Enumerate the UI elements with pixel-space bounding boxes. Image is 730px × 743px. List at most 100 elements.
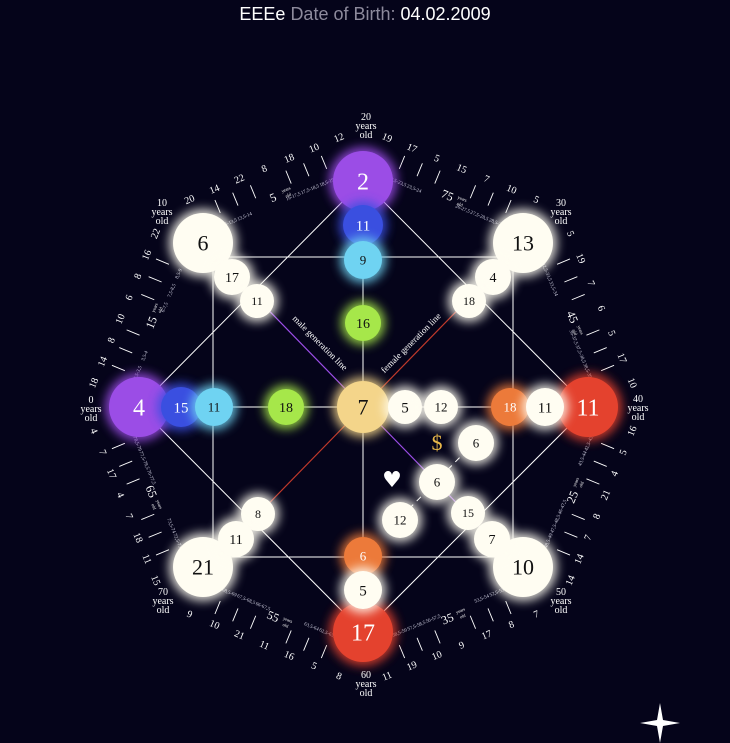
node-value: 11 xyxy=(576,395,599,421)
age-range-label: 56-57,5 xyxy=(425,614,442,625)
heart-node-lower-node: 12 xyxy=(378,498,422,542)
age-tick xyxy=(148,531,162,538)
age-label-line: years xyxy=(355,121,376,132)
node-circle xyxy=(558,377,618,437)
age-ring-number: 5 xyxy=(605,329,617,338)
age-label-line: old xyxy=(360,688,373,699)
node-value: 2 xyxy=(357,169,369,195)
age-label-line: 40 xyxy=(633,394,643,405)
age-range-label: 53,5-54 xyxy=(474,594,491,605)
age-ring-number: 10 xyxy=(430,649,443,663)
right-main-node: 11 xyxy=(554,373,622,441)
age-range-label: 66-67,5 xyxy=(254,602,271,613)
age-ring-number: 22 xyxy=(233,173,246,187)
age-ring-number: 11 xyxy=(381,670,394,684)
age-ring-number: 5 xyxy=(618,448,630,457)
age-tick xyxy=(434,170,441,184)
age-tick xyxy=(600,364,615,372)
age-ring-number: 11 xyxy=(258,639,271,653)
age-tick xyxy=(232,608,239,622)
age-label-line: old xyxy=(156,216,169,227)
node-circle xyxy=(526,388,564,426)
node-circle xyxy=(475,259,511,295)
age-tick xyxy=(469,185,477,199)
age-ring-years-word: years xyxy=(572,477,580,488)
age-tick xyxy=(285,630,292,644)
age-tick xyxy=(249,185,257,199)
node-value: 6 xyxy=(473,436,480,451)
node-circle xyxy=(333,602,393,662)
node-circle xyxy=(333,151,393,211)
age-tick xyxy=(593,347,607,354)
age-ring-number: 10 xyxy=(308,142,321,156)
node-circle xyxy=(345,305,381,341)
age-range-label: 63,5-64 xyxy=(303,622,320,633)
age-ring-midpoint: 75 xyxy=(439,187,455,205)
node-value: 18 xyxy=(463,294,475,308)
age-range-label: 7,5-8,5 xyxy=(167,283,177,298)
node-value: 6 xyxy=(434,475,441,490)
age-tick xyxy=(593,460,607,467)
age-tick xyxy=(320,644,328,659)
node-value: 12 xyxy=(435,400,448,415)
age-tick xyxy=(398,155,406,170)
age-ring-number: 9 xyxy=(457,640,466,652)
age-ring-number: 5 xyxy=(564,229,576,238)
bottom-white-node: 5 xyxy=(340,567,386,613)
money-node-node: 6 xyxy=(454,421,498,465)
age-ring-number: 19 xyxy=(380,131,393,145)
node-circle xyxy=(452,284,486,318)
left-main-node: 4 xyxy=(105,373,173,441)
age-ring-number: 20 xyxy=(183,193,196,207)
age-tick xyxy=(148,276,162,283)
age-ring-number: 8 xyxy=(334,671,343,683)
age-range-label: 57,5-58,5 xyxy=(407,620,427,632)
age-tick xyxy=(586,329,600,336)
left-cyan-node: 11 xyxy=(191,384,237,430)
age-ring-number: 8 xyxy=(591,512,603,521)
node-value: 15 xyxy=(462,506,474,520)
age-tick xyxy=(111,442,126,450)
age-label-line: 70 xyxy=(158,587,168,598)
node-circle xyxy=(474,521,510,557)
age-tick xyxy=(571,513,585,521)
age-ring-old-word: old xyxy=(150,503,157,511)
age-ring-years-word: years xyxy=(576,325,584,336)
node-circle xyxy=(344,571,382,609)
node-circle xyxy=(493,213,553,273)
dob-label: Date of Birth: xyxy=(290,4,396,24)
center-node: 7 xyxy=(333,377,393,437)
age-ring-number: 4 xyxy=(114,491,126,500)
node-value: 11 xyxy=(538,400,552,416)
age-ring-number: 9 xyxy=(185,609,194,621)
node-value: 12 xyxy=(394,513,407,528)
age-range-label: 58,5-59 xyxy=(392,628,409,639)
age-ring-number: 4 xyxy=(609,469,621,478)
top-green-node: 16 xyxy=(341,301,385,345)
node-circle xyxy=(424,390,458,424)
age-range-label: 67,5-68,5 xyxy=(236,594,256,606)
age-ring-number: 8 xyxy=(507,619,516,631)
node-value: 15 xyxy=(174,400,189,416)
right-white-node: 11 xyxy=(522,384,568,430)
dob-value: 04.02.2009 xyxy=(400,4,491,24)
age-ring-number: 5 xyxy=(309,660,318,672)
age-ring-number: 7 xyxy=(482,173,491,185)
age-ring-years-word: years xyxy=(455,606,466,614)
age-tick xyxy=(141,513,155,521)
age-ring-years-word: years xyxy=(282,616,293,624)
node-circle xyxy=(268,389,304,425)
age-ring-number: 21 xyxy=(232,628,245,642)
age-label-line: years xyxy=(627,403,648,414)
age-label-line: years xyxy=(80,404,101,415)
age-ring-segment: 18148106816221-2,52,5-3,53,5-46-7,57,5-8… xyxy=(87,227,184,396)
age-tick xyxy=(434,630,441,644)
age-label-line: old xyxy=(360,130,373,141)
age-tick xyxy=(126,478,140,485)
